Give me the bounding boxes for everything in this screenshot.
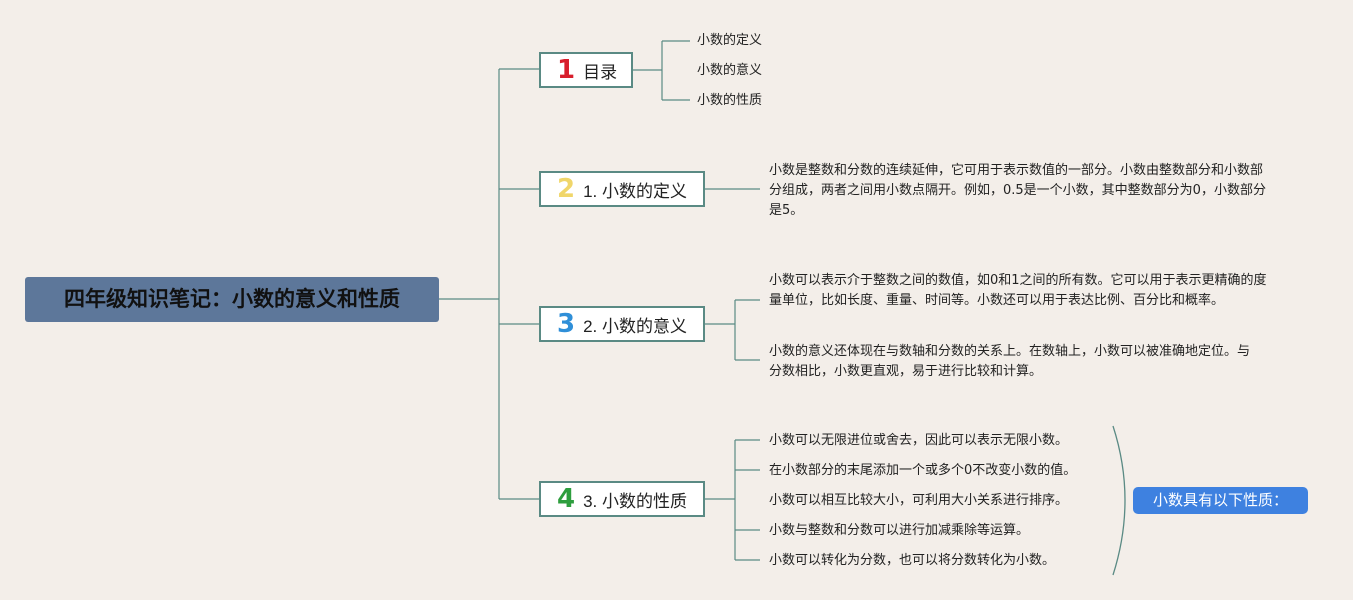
summary-callout[interactable]: 小数具有以下性质： xyxy=(1133,487,1308,514)
leaf-property-4[interactable]: 小数与整数和分数可以进行加减乘除等运算。 xyxy=(769,523,1030,538)
branch-label: 目录 xyxy=(583,62,618,82)
branch-contents[interactable]: 1 目录 xyxy=(539,52,633,88)
leaf-meaning-text-1[interactable]: 小数可以表示介于整数之间的数值，如0和1之间的所有数。它可以用于表示更精确的度量… xyxy=(769,273,1267,308)
leaf-property-1[interactable]: 小数可以无限进位或舍去，因此可以表示无限小数。 xyxy=(769,433,1069,448)
branch-meaning[interactable]: 3 2. 小数的意义 xyxy=(539,306,705,342)
leaf-property-5[interactable]: 小数可以转化为分数，也可以将分数转化为小数。 xyxy=(769,553,1056,568)
leaf-definition-text[interactable]: 小数是整数和分数的连续延伸，它可用于表示数值的一部分。小数由整数部分和小数部分组… xyxy=(769,163,1266,218)
leaf-properties[interactable]: 小数的性质 xyxy=(697,93,763,108)
branch-properties[interactable]: 4 3. 小数的性质 xyxy=(539,481,705,517)
leaf-property-2[interactable]: 在小数部分的末尾添加一个或多个0不改变小数的值。 xyxy=(769,463,1077,478)
number-two-icon: 2 xyxy=(557,174,576,204)
number-one-icon: 1 xyxy=(557,55,576,85)
branch-label: 3. 小数的性质 xyxy=(583,491,687,511)
leaf-definition[interactable]: 小数的定义 xyxy=(697,33,763,48)
branch-label: 1. 小数的定义 xyxy=(583,181,687,201)
leaf-meaning-text-2[interactable]: 小数的意义还体现在与数轴和分数的关系上。在数轴上，小数可以被准确地定位。与分数相… xyxy=(769,344,1251,379)
number-four-icon: 4 xyxy=(557,484,576,514)
branch-label: 2. 小数的意义 xyxy=(583,316,687,336)
branch-definition[interactable]: 2 1. 小数的定义 xyxy=(539,171,705,207)
number-three-icon: 3 xyxy=(557,309,576,339)
leaf-property-3[interactable]: 小数可以相互比较大小，可利用大小关系进行排序。 xyxy=(769,493,1069,508)
leaf-meaning[interactable]: 小数的意义 xyxy=(697,63,763,78)
root-topic[interactable]: 四年级知识笔记：小数的意义和性质 xyxy=(25,277,439,322)
